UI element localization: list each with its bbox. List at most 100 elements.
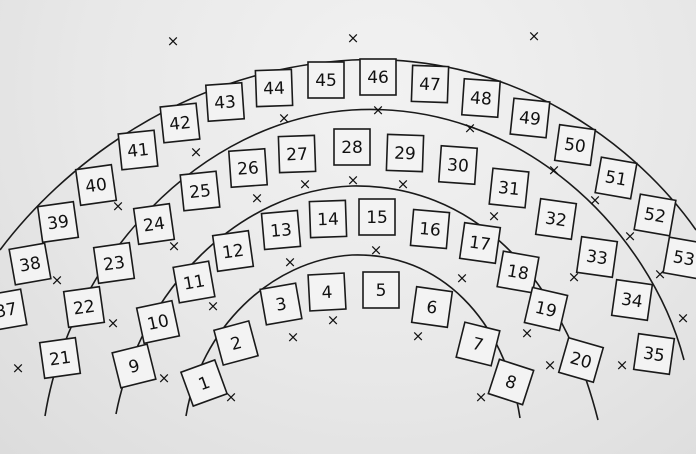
seat-box: 5 [362,271,400,309]
seat-box: 2 [212,319,260,367]
cross-mark: × [207,297,220,315]
seat-box: 53 [662,236,696,280]
cross-mark: × [112,197,125,215]
seat-box-frame [159,102,201,144]
seat-box: 25 [179,170,221,212]
seat-number: 4 [321,283,333,304]
seat-number: 21 [48,348,72,371]
seat-box-frame [333,128,371,166]
seat-number: 47 [419,75,441,96]
seat-box: 6 [410,285,454,329]
seat-box: 50 [553,123,597,167]
seat-box: 47 [410,64,450,104]
cross-mark: × [464,119,477,137]
seat-box-frame [487,358,535,406]
seat-box-frame [212,319,260,367]
seat-number: 39 [46,212,70,235]
seat-number: 29 [394,144,416,165]
cross-mark: × [412,327,425,345]
seat-box: 22 [62,285,106,329]
seat-box-frame [211,229,255,273]
cross-mark: × [677,309,690,327]
seat-number: 3 [274,294,288,316]
seat-box: 20 [557,336,605,384]
seat-box-frame [458,221,502,265]
seat-number: 10 [146,311,171,335]
cross-mark: × [225,388,238,406]
seat-number: 49 [518,108,542,130]
seat-box-frame [204,81,246,123]
seat-box: 18 [496,250,540,294]
cross-mark: × [327,311,340,329]
seat-box-frame [38,336,82,380]
seat-box-frame [259,282,303,326]
seat-number: 26 [237,158,260,179]
seat-number: 45 [315,71,337,91]
seat-box-frame [410,64,450,104]
seat-box-frame [523,286,569,332]
seat-number: 14 [317,210,339,231]
seat-box: 3 [259,282,303,326]
seat-box-frame [254,68,294,108]
cross-mark: × [370,241,383,259]
seat-box: 49 [509,97,551,139]
seat-box: 28 [333,128,371,166]
seat-number: 50 [563,135,587,158]
seat-number: 23 [102,253,126,276]
seat-box-frame [575,235,619,279]
seat-number: 34 [620,290,644,313]
seat-number: 12 [221,241,245,264]
seat-box-frame [410,285,454,329]
seat-box-frame [409,208,451,250]
seat-box: 43 [204,81,246,123]
seat-number: 44 [263,79,285,100]
seat-box: 39 [36,200,80,244]
seat-number: 28 [341,138,363,158]
seat-box-frame [455,321,501,367]
cross-mark: × [158,369,171,387]
seat-box: 17 [458,221,502,265]
seat-box: 51 [594,156,638,200]
seat-box-frame [308,199,348,239]
seat-number: 7 [470,334,485,356]
seat-number: 38 [18,253,43,276]
seat-box: 10 [135,299,181,345]
seat-number: 19 [533,298,559,322]
seat-box: 24 [132,202,176,246]
seat-number: 25 [188,181,212,203]
cross-mark: × [347,29,360,47]
cross-mark: × [548,161,561,179]
seat-box: 15 [358,198,396,236]
cross-mark: × [51,271,64,289]
seat-box-frame [509,97,551,139]
seat-number: 42 [168,113,192,135]
cross-mark: × [299,175,312,193]
seat-box-frame [307,272,347,312]
cross-mark: × [456,269,469,287]
seat-box: 42 [159,102,201,144]
seat-box: 9 [111,343,157,389]
cross-mark: × [251,189,264,207]
seat-box: 4 [307,272,347,312]
seat-box: 1 [179,358,229,408]
seat-box-frame [135,299,181,345]
seat-box: 52 [633,193,677,237]
seat-box-frame [557,336,605,384]
seat-number: 22 [72,297,96,320]
seat-box-frame [488,167,530,209]
seat-number: 35 [642,344,666,367]
seat-box: 46 [359,58,397,96]
seat-number: 48 [469,88,492,109]
seat-box-frame [117,129,159,171]
seat-box: 16 [409,208,451,250]
seat-box: 30 [437,144,479,186]
seat-box: 8 [487,358,535,406]
seat-box-frame [277,134,317,174]
seat-number: 46 [367,68,389,88]
cross-marks: ×××××××××××××××××××××××××××××××××××× [12,27,690,406]
seat-box-frame [437,144,479,186]
seat-box-frame [610,278,654,322]
cross-mark: × [347,171,360,189]
